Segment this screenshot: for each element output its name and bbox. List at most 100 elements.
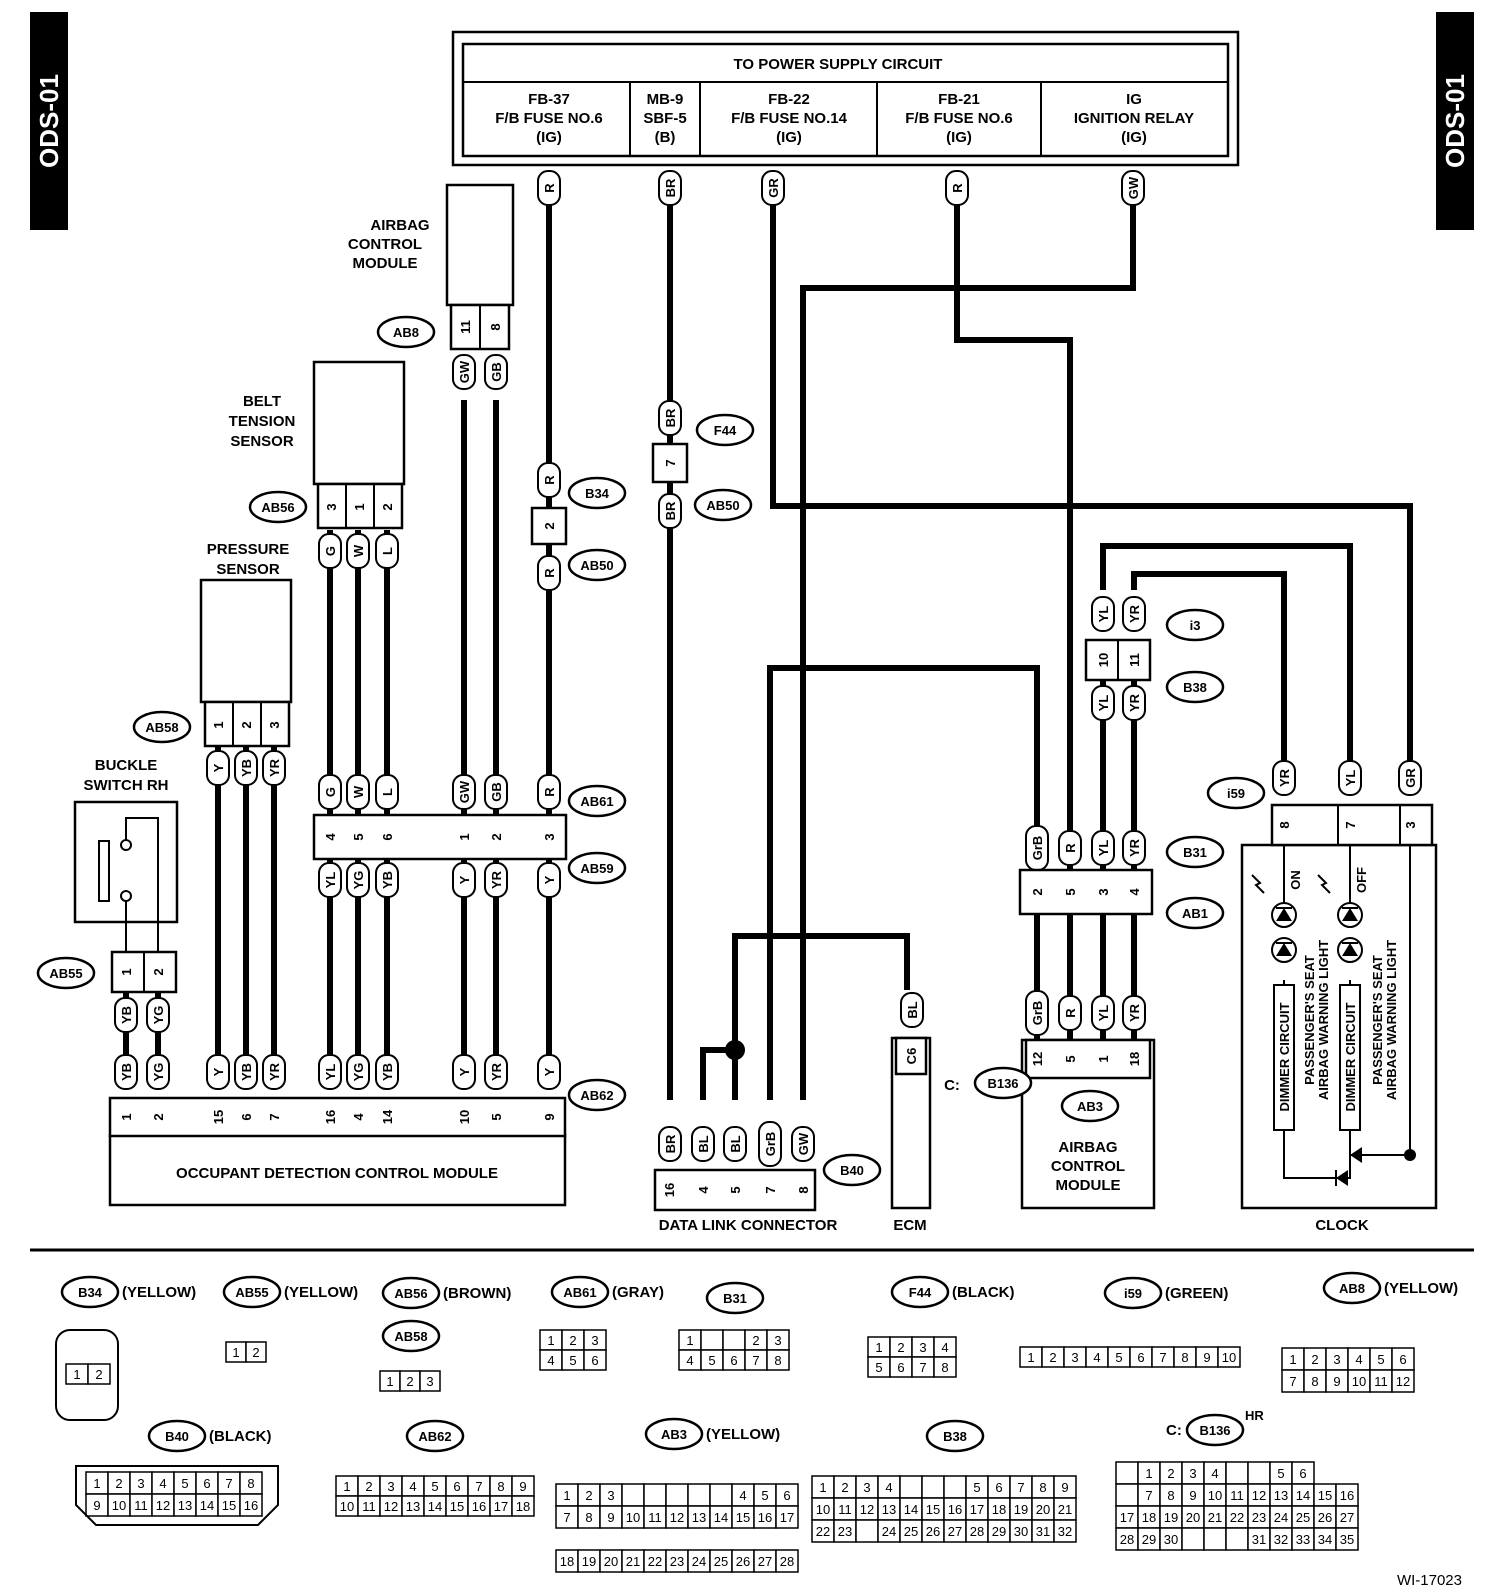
pin-num: 20 [1036, 1502, 1050, 1517]
wire-tag-text: YR [267, 758, 282, 777]
wire-tag-text: BR [663, 501, 678, 520]
wire-tag-yb: YB [375, 862, 399, 898]
conn-id-text: i59 [1227, 786, 1245, 801]
legend-id-text: AB3 [661, 1427, 687, 1442]
power-col4-l3: (IG) [946, 129, 972, 146]
wire-tag-text: BL [905, 1001, 920, 1018]
wire-tag-yl: YL [318, 862, 342, 898]
clock-on: ON [1288, 870, 1303, 890]
wire-tag-yb: YB [234, 750, 258, 786]
pin-num: 2 [115, 1476, 122, 1491]
pin-num: 4 [1355, 1352, 1362, 1367]
legend-id-b38: B38 [925, 1419, 985, 1453]
wire-tag-bl: BL [900, 992, 924, 1028]
pin-num: 2 [1049, 1350, 1056, 1365]
conn-id-text: AB58 [145, 720, 178, 735]
pin-num: 10 [1352, 1374, 1366, 1389]
pin-num: 7 [1017, 1480, 1024, 1495]
pin-num: 18 [560, 1554, 574, 1569]
pin-num: 8 [1181, 1350, 1188, 1365]
ab3-pin18: 18 [1127, 1052, 1142, 1066]
legend-color: (GREEN) [1165, 1285, 1228, 1302]
pin-num: 8 [941, 1360, 948, 1375]
pin-num: 3 [1189, 1466, 1196, 1481]
wires [123, 200, 1413, 1100]
pin-num: 6 [1399, 1352, 1406, 1367]
wire-tag-text: Y [457, 1067, 472, 1076]
pin-num: 6 [203, 1476, 210, 1491]
conn-i3-b38: 10 11 [1084, 638, 1152, 682]
wire-tag-br: BR [658, 493, 682, 529]
pin-num: 1 [93, 1476, 100, 1491]
wire-tag-gw: GW [1121, 170, 1145, 206]
pin-num: 11 [648, 1510, 662, 1525]
conn-id-b38: B38 [1165, 670, 1225, 704]
wire-tag-yg: YG [346, 862, 370, 898]
ab62-pin6: 6 [239, 1113, 254, 1120]
ab61-pin1: 1 [457, 833, 472, 840]
b40-pin5: 5 [728, 1186, 743, 1193]
wire-tag-text: YG [351, 871, 366, 890]
pin-num: 16 [472, 1499, 486, 1514]
belt-l1: BELT [243, 393, 281, 410]
conn-id-ab55: AB55 [36, 956, 96, 990]
pin-num: 6 [995, 1480, 1002, 1495]
wire-tag-grb: GrB [1025, 825, 1049, 871]
wire-tag-y: Y [537, 862, 561, 898]
wire-tag-y: Y [537, 1054, 561, 1090]
pin-num: 29 [1142, 1532, 1156, 1547]
legend-id-b136: B136 [1185, 1413, 1245, 1447]
wire-tag-gw: GW [452, 774, 476, 810]
pin-num: 9 [1189, 1488, 1196, 1503]
pin-num: 30 [1014, 1524, 1028, 1539]
conn-id-i3: i3 [1165, 608, 1225, 642]
wire-tag-text: YR [267, 1062, 282, 1081]
conn-b34-ab50: 2 [530, 506, 568, 546]
ab8-pin8: 8 [488, 323, 503, 330]
pin-num: 4 [686, 1353, 693, 1368]
pressure-sensor: PRESSURE SENSOR 1 2 3 [199, 541, 293, 748]
pin-num: 5 [1277, 1466, 1284, 1481]
pin-num: 6 [897, 1360, 904, 1375]
pin-num: 2 [365, 1479, 372, 1494]
wire-tag-gb: GB [484, 774, 508, 810]
airbag-top-l3: MODULE [353, 255, 418, 272]
led-on-icon [1271, 902, 1297, 963]
legend-id-b34: B34(YELLOW) [60, 1275, 196, 1309]
wire-tag-text: YL [1343, 770, 1358, 787]
ab61-pin4: 4 [323, 833, 338, 841]
wire-tag-text: YB [380, 871, 395, 889]
pin-num: 9 [1203, 1350, 1210, 1365]
legend-id-text: B38 [943, 1429, 967, 1444]
pin-num: 1 [819, 1480, 826, 1495]
pin-num: 8 [1039, 1480, 1046, 1495]
conn-id-b34: B34 [567, 476, 627, 510]
wire-tag-yr: YR [1122, 995, 1146, 1031]
dlc-label: DATA LINK CONNECTOR [659, 1217, 838, 1234]
ab62-pin10: 10 [457, 1110, 472, 1124]
wire-tag-text: YG [151, 1006, 166, 1025]
pin-num: 15 [1318, 1488, 1332, 1503]
b40-pin16: 16 [662, 1183, 677, 1197]
wire-tag-text: GB [489, 362, 504, 382]
pin-num: 19 [1014, 1502, 1028, 1517]
pin-num: 2 [95, 1367, 102, 1382]
pin-num: 7 [919, 1360, 926, 1375]
conn-id-text: AB56 [261, 500, 294, 515]
ab58-pin1: 1 [211, 721, 226, 728]
pin-num: 15 [736, 1510, 750, 1525]
pin-num: 2 [841, 1480, 848, 1495]
ab56-pin1: 1 [352, 503, 367, 510]
pin-num: 8 [497, 1479, 504, 1494]
legend-c-prefix: C: [1166, 1422, 1182, 1439]
pin-num: 5 [1377, 1352, 1384, 1367]
wire-tag-yr: YR [1122, 685, 1146, 721]
legend-id-text: B34 [78, 1285, 103, 1300]
conn-id-ab61: AB61 [567, 784, 627, 818]
pin-num: 18 [516, 1499, 530, 1514]
pin-num: 5 [1115, 1350, 1122, 1365]
pin-num: 22 [816, 1524, 830, 1539]
